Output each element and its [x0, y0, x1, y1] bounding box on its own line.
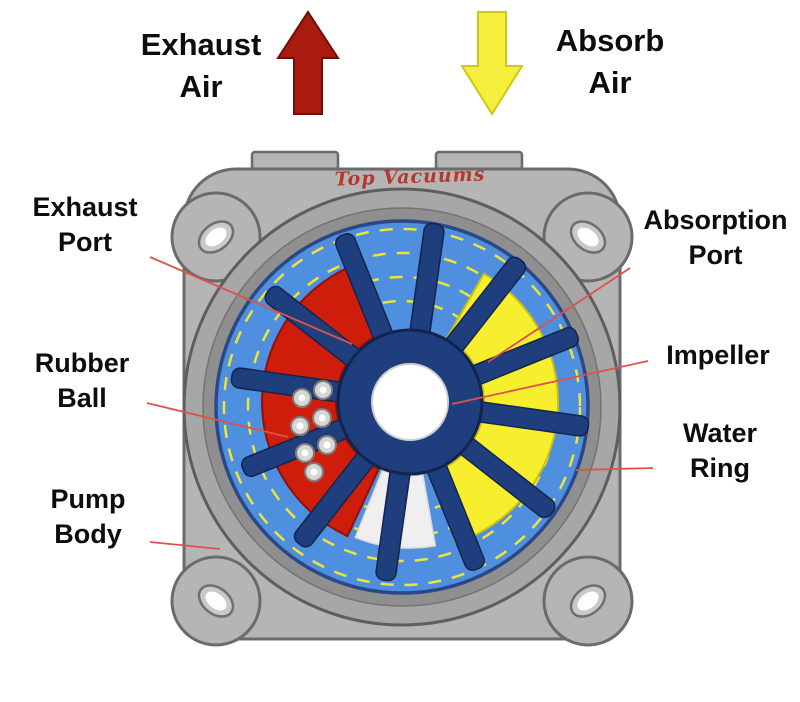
rubber-ball-highlight [310, 468, 318, 476]
leader-exhaust-port [149, 256, 353, 345]
bolt-holes-group [197, 220, 607, 618]
absorb-air-label: Absorb Air [555, 23, 665, 100]
dashed-guide-circle [222, 227, 582, 587]
rubber-ball-highlight [319, 386, 327, 394]
bolt-hole [569, 584, 607, 618]
exhaust-up-arrow-icon [276, 10, 340, 115]
callout-rubber-ball: Rubber Ball [34, 348, 130, 414]
impeller-hub-center [371, 363, 449, 441]
absorb-down-arrow-icon [460, 11, 524, 116]
callout-impeller: Impeller [666, 340, 770, 370]
rubber-ball-highlight [318, 414, 326, 422]
callout-water-ring: Water Ring [682, 418, 757, 484]
rubber-ball-highlight [296, 422, 304, 430]
leader-water-ring [575, 467, 654, 471]
callout-pump-body: Pump Body [50, 484, 126, 550]
rubber-ball-highlight [298, 394, 306, 402]
exhaust-air-label: Exhaust Air [140, 27, 262, 104]
callout-absorption-port: Absorption Port [643, 205, 788, 271]
rubber-ball-highlight [301, 449, 309, 457]
leader-lines-group [146, 256, 654, 550]
bolt-hole [197, 220, 235, 254]
leader-impeller [451, 360, 649, 405]
bolt-hole [197, 584, 235, 618]
callout-exhaust-port: Exhaust Port [32, 192, 138, 258]
bolt-hole [569, 220, 607, 254]
leader-absorption-port [487, 267, 631, 363]
rubber-balls-group [290, 380, 337, 482]
leader-rubber-ball [146, 402, 289, 438]
leader-pump-body [149, 541, 221, 550]
rubber-ball-highlight [323, 441, 331, 449]
